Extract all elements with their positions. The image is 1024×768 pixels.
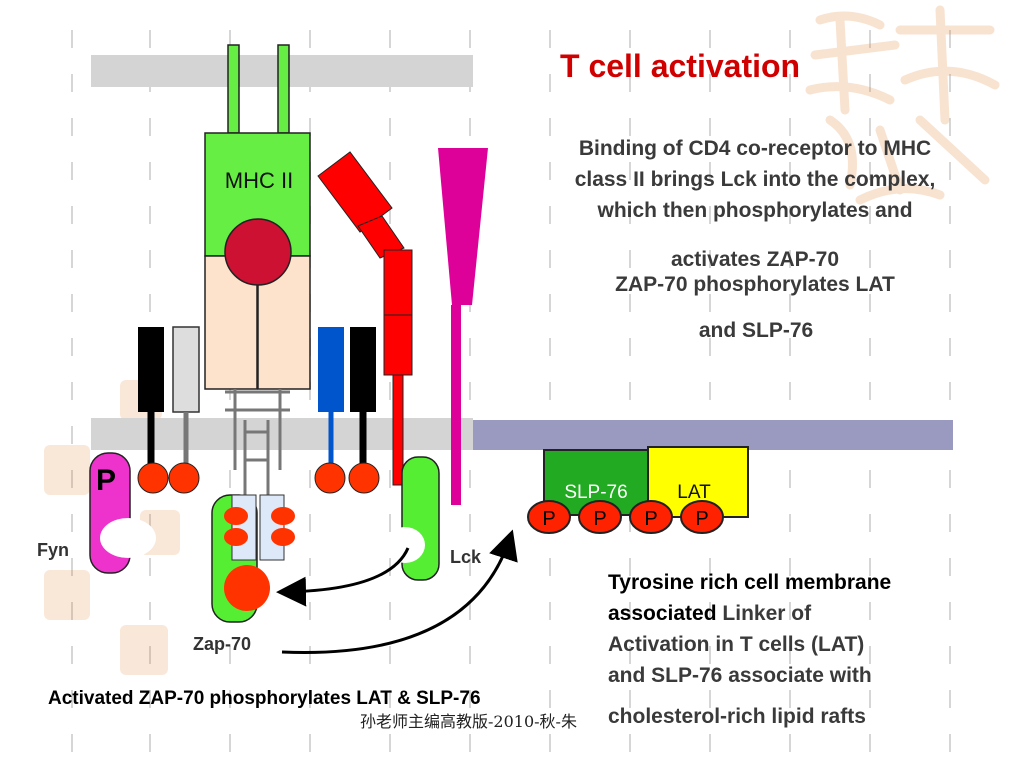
description-line: class II brings Lck into the complex, (574, 168, 936, 191)
cd4-coreceptor (317, 151, 413, 486)
cd3-blue-right (318, 327, 344, 412)
phospho-badge-1: P (542, 508, 555, 530)
lipid-raft-text: Tyrosine rich cell membrane associated L… (608, 567, 988, 732)
fyn-label: Fyn (37, 540, 69, 560)
itam-dots (137, 462, 380, 494)
bottom-caption: Activated ZAP-70 phosphorylates LAT & SL… (48, 688, 481, 709)
phospho-badges (527, 500, 724, 534)
lat-label: LAT (677, 482, 711, 503)
rafts-rest-4: cholesterol-rich lipid rafts (608, 705, 866, 728)
peptide-antigen (224, 218, 292, 286)
cd3-black-right (350, 327, 376, 412)
phospho-badge-4: P (695, 508, 708, 530)
fyn-binding-pocket (100, 518, 156, 558)
slide-title: T cell activation (560, 48, 801, 84)
tcr-connectors (225, 389, 290, 495)
description-line: Binding of CD4 co-receptor to MHC (578, 137, 932, 160)
zap70-active-site (224, 565, 270, 611)
cd3-gray-left (172, 326, 200, 413)
rafts-bold-part: Tyrosine rich cell membrane associated (608, 571, 892, 625)
mhc-label: MHC II (225, 168, 293, 193)
lck-binding-pocket (385, 527, 425, 563)
zeta-chain-left (231, 494, 257, 561)
phospho-badge-2: P (593, 508, 606, 530)
cd3-black-left (138, 327, 164, 412)
phospho-badge-3: P (644, 508, 657, 530)
description-line: ZAP-70 phosphorylates LAT (615, 273, 895, 296)
tcr-pink-element (438, 148, 488, 505)
zap70-to-lat-arrow (281, 529, 518, 654)
lck-label: Lck (450, 547, 482, 567)
zap70-label: Zap-70 (193, 634, 251, 654)
rafts-rest-1: Linker of (722, 602, 812, 625)
description-line: and SLP-76 (698, 319, 814, 342)
lck-to-zap70-arrow (276, 547, 410, 607)
description-block-1: Binding of CD4 co-receptor to MHC class … (520, 133, 990, 226)
slp76-label: SLP-76 (564, 482, 627, 503)
zeta-chain-right (259, 494, 285, 561)
rafts-rest-3: and SLP-76 associate with (608, 664, 872, 687)
tcell-membrane-gray (91, 418, 473, 450)
description-line: which then phosphorylates and (597, 199, 913, 222)
description-line: activates ZAP-70 (670, 248, 840, 271)
mhc-stalk-left (227, 44, 240, 134)
watermark-seal-topright (805, 5, 1000, 205)
phospho-label: P (96, 464, 116, 497)
rafts-rest-2: Activation in T cells (LAT) (608, 633, 865, 656)
zap70-itam-dots (224, 507, 295, 546)
mhc-stalk-right (277, 44, 290, 134)
footer-text: 孙老师主编高教版-2010-秋-朱 (360, 712, 577, 731)
tcell-membrane-blue (473, 420, 953, 450)
